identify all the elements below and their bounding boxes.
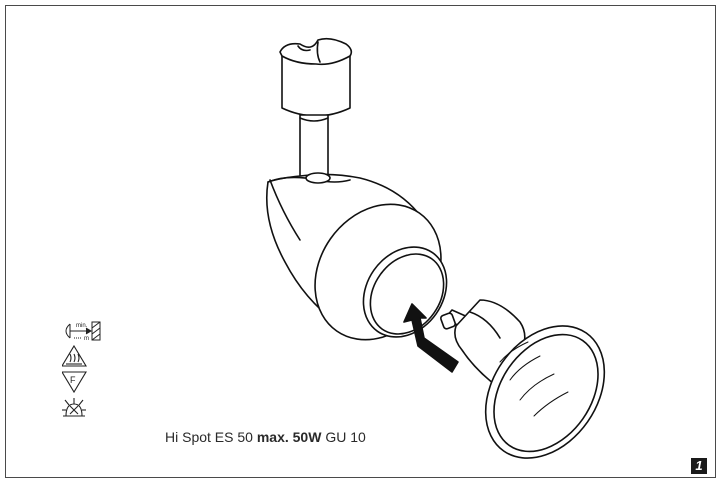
min-distance-icon: min. m (65, 321, 101, 342)
insertion-arrow (403, 303, 459, 373)
fire-rated-letter: F (70, 375, 76, 385)
spot-body (265, 172, 448, 341)
safety-symbols: min. m F (62, 321, 101, 417)
track-adapter (279, 37, 353, 117)
stem (299, 114, 329, 180)
min-distance-label-bottom: m (84, 336, 89, 342)
heat-warning-icon (62, 344, 87, 367)
caption-wattage: max. 50W (256, 429, 322, 445)
gu10-lamp (440, 299, 606, 459)
page-number-badge: 1 (691, 458, 707, 474)
lamp-icon (62, 398, 86, 417)
caption-model: Hi Spot ES 50 (165, 429, 253, 445)
lamp-specification-caption: Hi Spot ES 50 max. 50W GU 10 (165, 429, 366, 445)
caption-socket: GU 10 (325, 429, 366, 445)
f-mark-icon: F (62, 371, 87, 394)
min-distance-label-top: min. (76, 323, 88, 329)
figure-frame (5, 5, 716, 478)
